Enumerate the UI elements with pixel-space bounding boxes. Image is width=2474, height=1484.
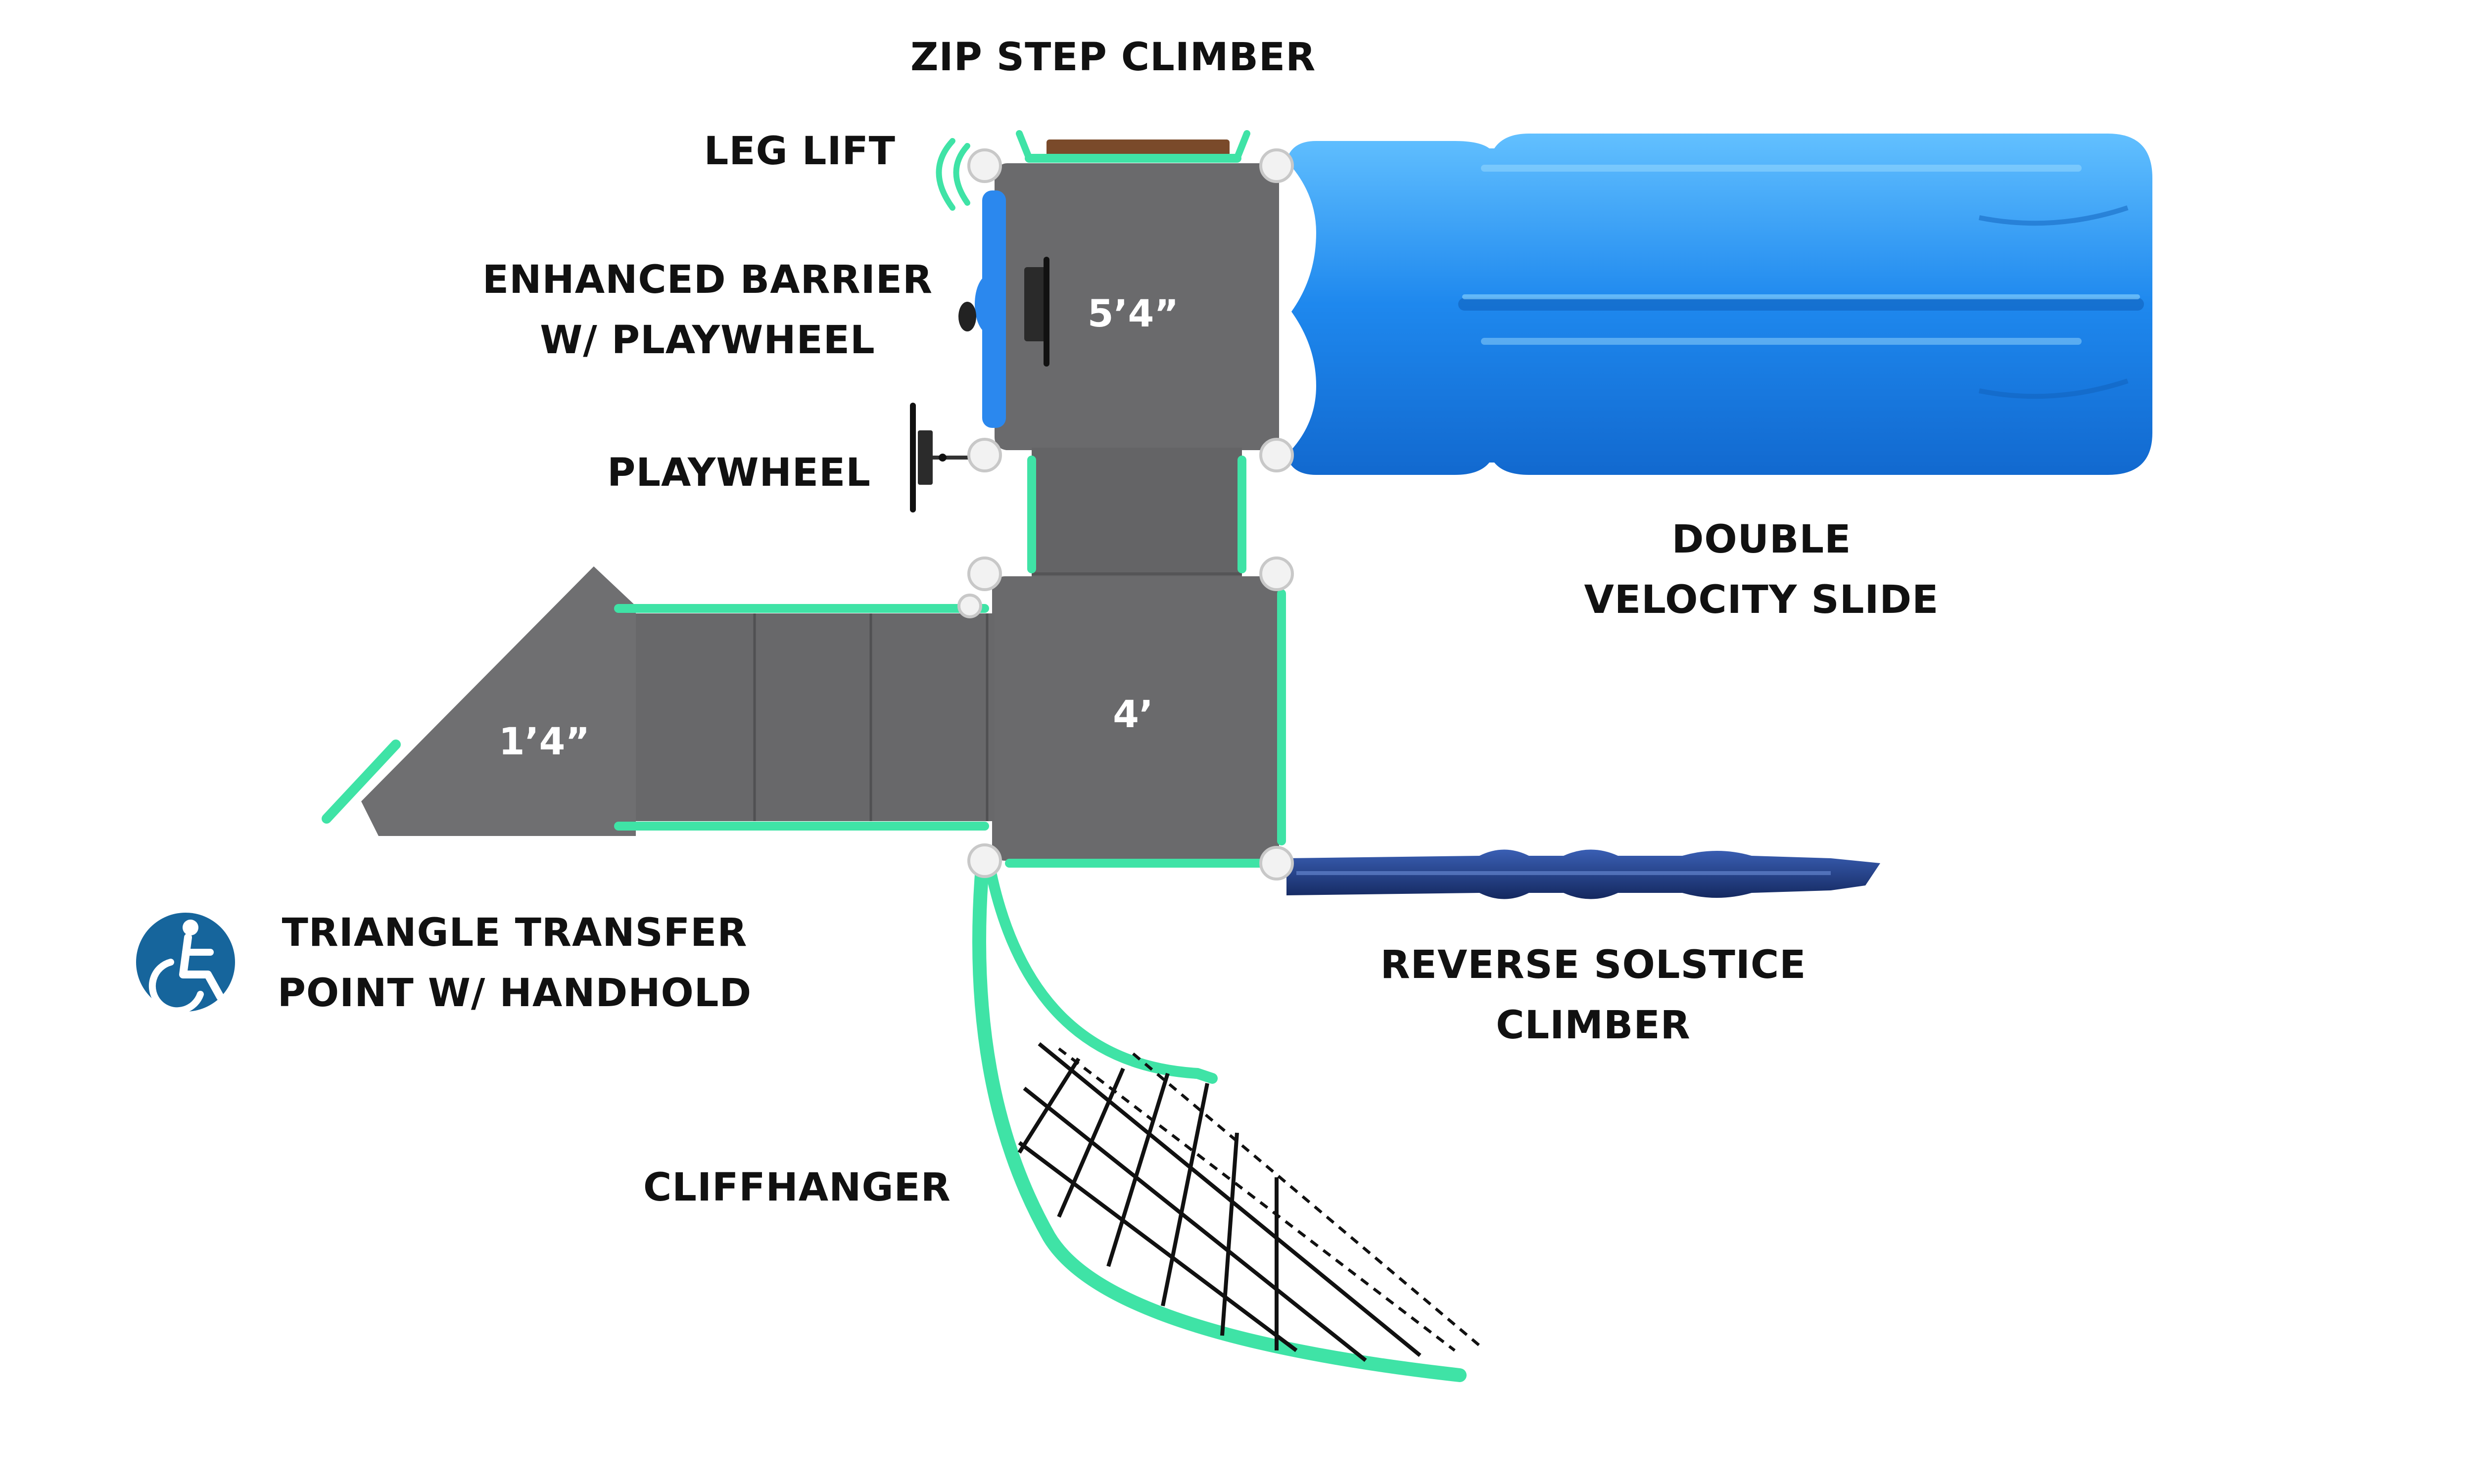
label-triangle-transfer-line1: TRIANGLE TRANSFER: [282, 911, 748, 955]
lower-deck-height: 4’: [1113, 692, 1153, 736]
triangle-transfer-platform: [361, 566, 636, 836]
upper-deck: [995, 163, 1279, 450]
deck-posts: [957, 148, 1294, 881]
transfer-platform-height: 1’4”: [499, 719, 590, 763]
reverse-solstice-climber: [1286, 849, 1880, 899]
label-enhanced-barrier-line1: ENHANCED BARRIER: [482, 258, 933, 302]
label-leg-lift: LEG LIFT: [704, 129, 896, 174]
deck-bridge: [1032, 448, 1242, 581]
label-triangle-transfer: TRIANGLE TRANSFER POINT W/ HANDHOLD: [242, 903, 787, 1023]
enhanced-barrier: [958, 190, 1049, 428]
transfer-handhold: [322, 740, 401, 824]
wheelchair-accessibility-icon: [136, 913, 235, 1015]
double-velocity-slide: [1286, 134, 2152, 475]
label-enhanced-barrier-line2: W/ PLAYWHEEL: [540, 318, 875, 363]
label-zip-step-climber: ZIP STEP CLIMBER: [910, 35, 1316, 80]
guard-rails: [614, 154, 1286, 868]
lower-deck: [992, 576, 1279, 861]
label-double-velocity-slide: DOUBLE VELOCITY SLIDE: [1514, 510, 2009, 630]
cliffhanger: [972, 860, 1480, 1382]
label-double-velocity-line2: VELOCITY SLIDE: [1584, 578, 1939, 622]
leg-lift: [936, 138, 970, 211]
playwheel: [910, 403, 975, 512]
stair-ramp: [636, 613, 995, 821]
label-triangle-transfer-line2: POINT W/ HANDHOLD: [277, 971, 752, 1016]
label-reverse-solstice-line1: REVERSE SOLSTICE: [1380, 943, 1807, 987]
label-reverse-solstice-line2: CLIMBER: [1496, 1003, 1691, 1048]
label-playwheel: PLAYWHEEL: [607, 451, 871, 495]
label-double-velocity-line1: DOUBLE: [1671, 517, 1852, 562]
label-cliffhanger: CLIFFHANGER: [643, 1165, 951, 1210]
upper-deck-height: 5’4”: [1088, 291, 1179, 335]
label-reverse-solstice-climber: REVERSE SOLSTICE CLIMBER: [1341, 935, 1846, 1056]
label-enhanced-barrier: ENHANCED BARRIER W/ PLAYWHEEL: [435, 250, 980, 371]
